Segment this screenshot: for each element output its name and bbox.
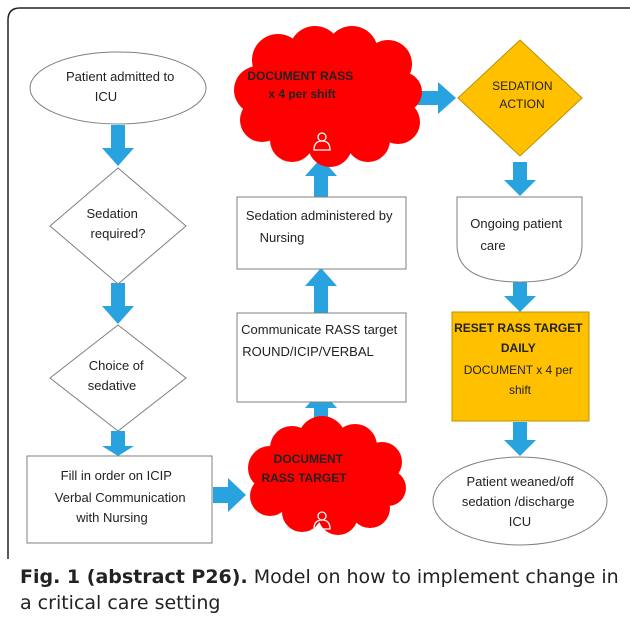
rass-target-text: DOCUMENT RASS TARGET bbox=[261, 452, 347, 485]
sedation-required-diamond bbox=[49, 167, 187, 285]
choice-sedative-text: Choice of sedative bbox=[88, 358, 147, 393]
start-ellipse bbox=[29, 51, 207, 125]
arrow-administered-to-document bbox=[305, 158, 337, 197]
person-outline-icon bbox=[313, 132, 331, 151]
rass-target-cloud bbox=[248, 416, 406, 535]
arrow-choice-to-order bbox=[102, 431, 134, 456]
sedation-action-diamond bbox=[457, 39, 583, 157]
arrow-document-to-action bbox=[412, 82, 456, 114]
arrow-admit-to-sedation bbox=[102, 125, 134, 166]
patient-weaned-text: Patient weaned/off sedation /discharge I… bbox=[462, 474, 578, 529]
ongoing-care-shape bbox=[456, 196, 583, 283]
person-outline-icon bbox=[313, 511, 331, 530]
communicate-rass-box bbox=[236, 312, 407, 403]
sedation-administered-box bbox=[236, 196, 407, 270]
fill-order-box bbox=[26, 455, 213, 544]
choice-sedative-diamond bbox=[49, 324, 187, 432]
figure-caption: Fig. 1 (abstract P26). Model on how to i… bbox=[20, 564, 620, 616]
arrow-ongoing-to-reset bbox=[504, 282, 536, 312]
communicate-rass-text: Communicate RASS target ROUND/ICIP/VERBA… bbox=[241, 322, 401, 359]
sedation-administered-text: Sedation administered by Nursing bbox=[246, 208, 396, 245]
arrow-action-to-ongoing bbox=[504, 162, 536, 196]
arrow-order-to-rass-target bbox=[213, 478, 246, 512]
reset-rass-box bbox=[451, 311, 590, 422]
ongoing-care-text: Ongoing patient care bbox=[470, 216, 565, 253]
end-ellipse bbox=[432, 456, 608, 546]
arrow-communicate-to-administered bbox=[305, 268, 337, 313]
sedation-action-text: SEDATION ACTION bbox=[492, 79, 556, 111]
caption-text: Model on how to implement change in a cr… bbox=[20, 566, 619, 614]
flowchart: Patient admitted to ICU Sedation require… bbox=[7, 7, 630, 559]
fill-order-text: Fill in order on ICIP Verbal Communicati… bbox=[55, 468, 189, 525]
document-rass-x4-text: DOCUMENT RASS x 4 per shift bbox=[247, 69, 356, 101]
patient-admitted-text: Patient admitted to ICU bbox=[66, 69, 178, 104]
arrow-sedation-to-choice bbox=[102, 283, 134, 324]
sedation-required-text: Sedation required? bbox=[87, 206, 146, 241]
arrow-reset-to-weaned bbox=[504, 422, 536, 456]
panel-border bbox=[7, 7, 630, 559]
reset-rass-text: RESET RASS TARGET DAILY DOCUMENT x 4 per… bbox=[454, 321, 586, 397]
caption-label: Fig. 1 (abstract P26). bbox=[20, 566, 248, 588]
